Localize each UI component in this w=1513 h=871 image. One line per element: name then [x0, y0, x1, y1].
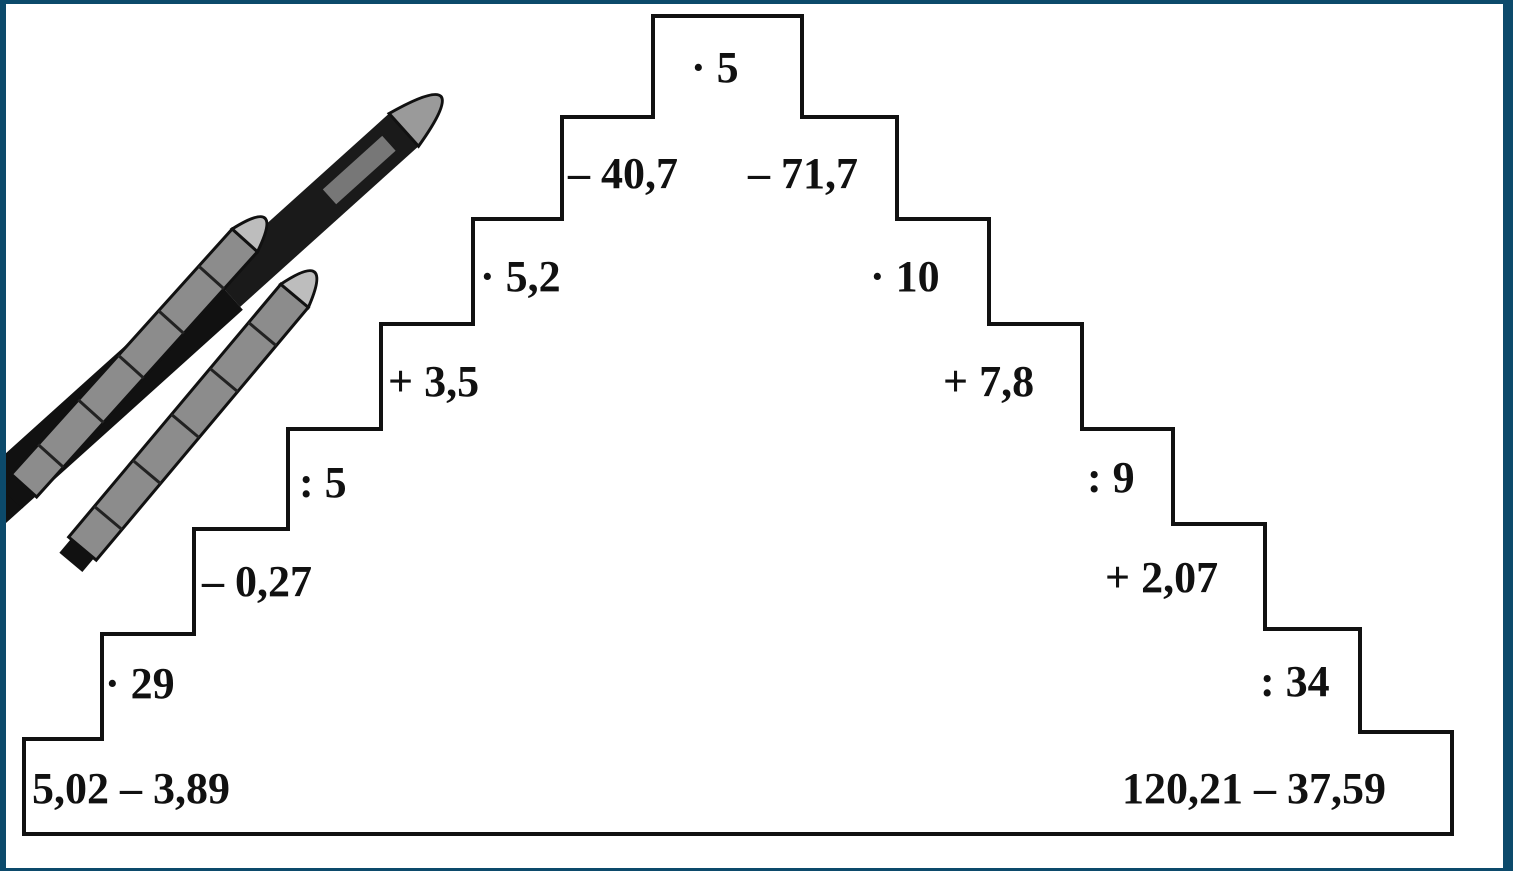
start-expression-left: 5,02 – 3,89: [32, 764, 230, 813]
left-step-6: – 40,7: [568, 149, 678, 198]
top-step: · 5: [691, 43, 739, 92]
start-expression-right: 120,21 – 37,59: [1122, 764, 1386, 813]
left-step-5: · 5,2: [480, 252, 561, 301]
staircase-outline: [22, 14, 1454, 836]
left-step-4: + 3,5: [388, 357, 480, 406]
right-step-3: : 9: [1087, 453, 1135, 502]
left-step-1: · 29: [105, 659, 175, 708]
staircase-diagram: [6, 14, 1454, 836]
right-step-2: + 2,07: [1105, 553, 1219, 602]
right-step-6: – 71,7: [748, 149, 858, 198]
right-step-1: : 34: [1260, 657, 1330, 706]
right-step-4: + 7,8: [943, 357, 1035, 406]
left-step-2: – 0,27: [202, 557, 312, 606]
rocket-icon: [6, 92, 444, 573]
worksheet-canvas: · 29 – 0,27 : 5 + 3,5 · 5,2 – 40,7 · 5 –…: [6, 4, 1503, 868]
right-step-5: · 10: [870, 252, 940, 301]
left-step-3: : 5: [299, 458, 347, 507]
